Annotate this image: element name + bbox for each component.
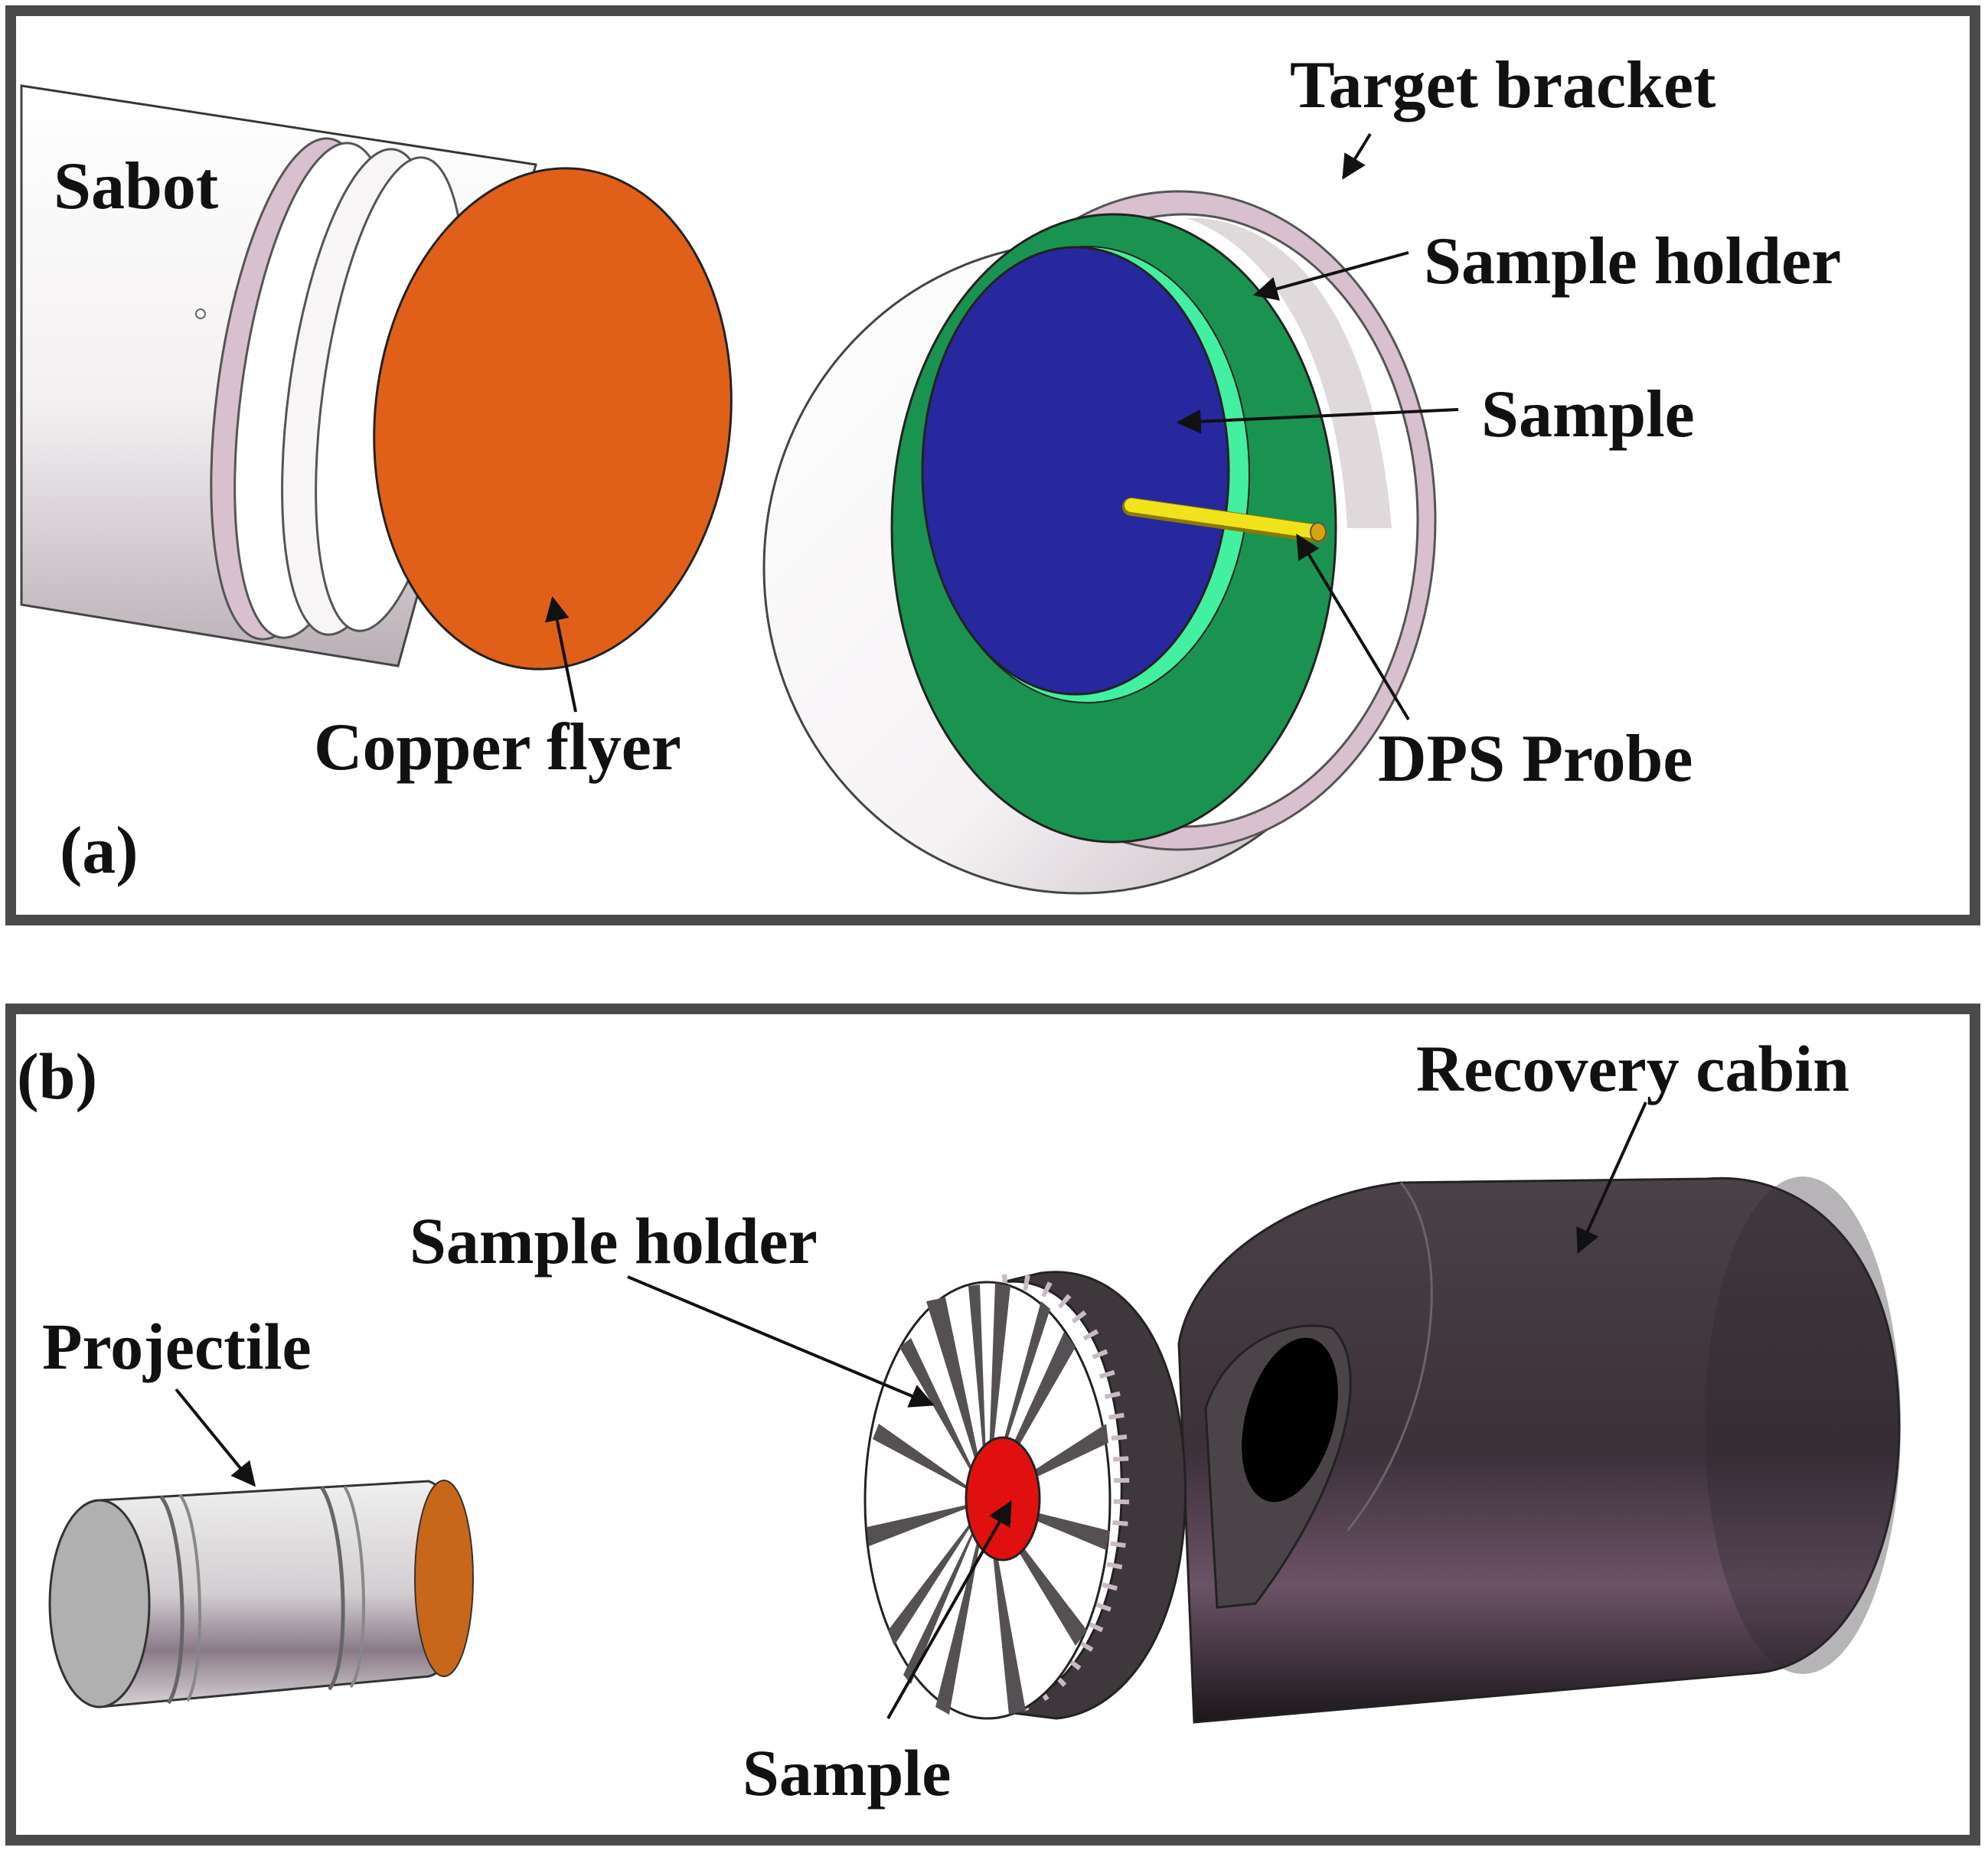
arrow-dps-probe	[1296, 534, 1410, 721]
dps-probe	[1122, 498, 1327, 543]
label-recovery-cabin: Recovery cabin	[1416, 1032, 1849, 1105]
arrow-recovery-cabin	[1576, 1101, 1647, 1254]
sample-b-disc	[965, 1436, 1041, 1562]
arrow-sample-b	[886, 1500, 1012, 1719]
label-target-bracket: Target bracket	[1290, 48, 1715, 122]
sample-disc	[921, 246, 1230, 696]
label-projectile: Projectile	[42, 1310, 312, 1383]
arrow-sample-a	[1176, 408, 1459, 434]
copper-flyer-disc	[373, 167, 733, 671]
panel-b: (b) Recovery cabin Sample holder Project…	[5, 1004, 1980, 1846]
sample-holder-b	[863, 1271, 1187, 1720]
label-sample-b: Sample	[743, 1736, 951, 1810]
label-sample-holder-b: Sample holder	[410, 1204, 818, 1278]
label-sample-holder-a: Sample holder	[1424, 224, 1841, 299]
label-dps-probe: DPS Probe	[1378, 722, 1693, 796]
panel-a-frame	[5, 5, 1980, 925]
arrow-sample-holder-a	[1252, 251, 1409, 301]
projectile	[48, 1480, 474, 1709]
panel-a-tag: (a)	[60, 814, 139, 888]
arrow-copper-flyer	[545, 596, 577, 713]
arrow-projectile	[175, 1388, 256, 1487]
recovery-cabin	[1177, 1177, 1901, 1724]
panel-a: Sabot Target bracket Sample holder Sampl…	[5, 5, 1980, 925]
arrow-target-bracket	[1342, 132, 1372, 180]
arrow-sample-holder-b	[627, 1275, 935, 1408]
label-copper-flyer: Copper flyer	[314, 710, 681, 785]
panel-b-tag: (b)	[17, 1039, 97, 1113]
panel-b-frame	[5, 1004, 1980, 1846]
label-sabot: Sabot	[54, 149, 218, 224]
label-sample-a: Sample	[1481, 377, 1695, 452]
